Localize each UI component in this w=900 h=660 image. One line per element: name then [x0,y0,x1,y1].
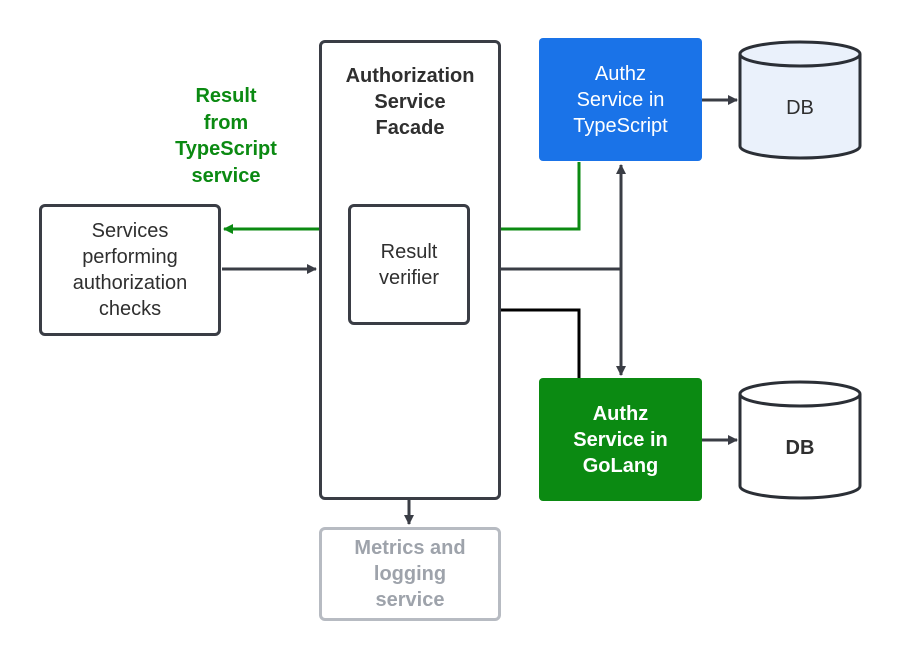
authz-service-typescript-box: Authz Service in TypeScript [539,38,702,161]
metrics-logging-service-box: Metrics and logging service [319,527,501,621]
result-from-typescript-label: Result from TypeScript service [175,85,277,187]
services-performing-checks-box: Services performing authorization checks [39,204,221,336]
facade-title: Authorization Service Facade [345,65,475,139]
result-verifier-box: Result verifier [348,204,470,325]
arrow-ts-to-verifier [472,162,581,234]
db-bottom-label: DB [785,437,815,459]
arrow-go-to-verifier [472,305,581,378]
db-cylinder-bottom [738,380,862,500]
authz-service-golang-box: Authz Service in GoLang [539,378,702,501]
db-cylinder-top [738,40,862,160]
db-top-label: DB [786,97,814,119]
